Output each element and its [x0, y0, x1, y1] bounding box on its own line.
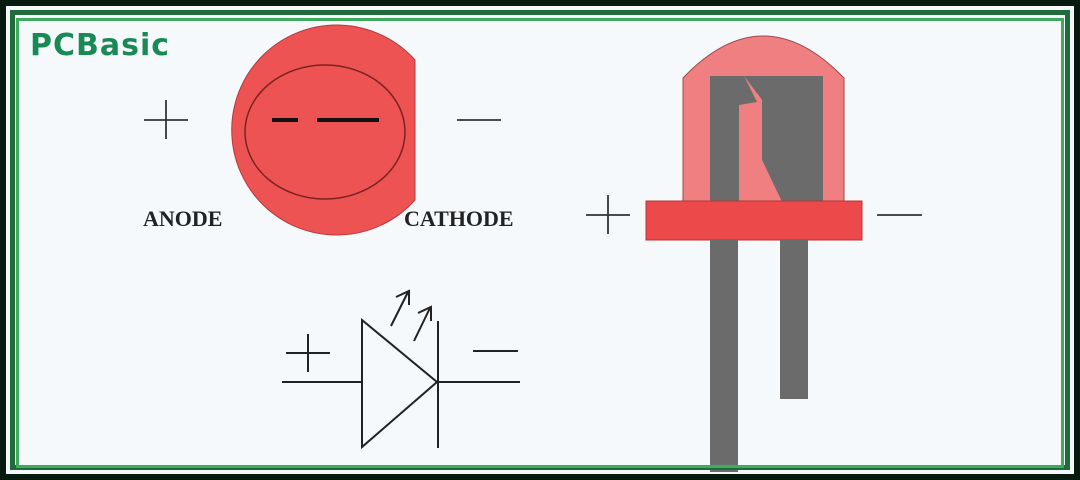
led-schematic-symbol: [282, 289, 520, 450]
cathode-lead: [780, 240, 808, 399]
led-inner-circle: [244, 64, 406, 200]
anode-lead: [710, 240, 738, 472]
light-arrow-icon: [390, 291, 409, 327]
anode-label: ANODE: [143, 206, 223, 231]
led-flange: [645, 200, 863, 241]
cathode-label: CATHODE: [404, 206, 514, 231]
pcbasic-logo: PCBasic: [30, 28, 171, 63]
diagram-canvas: [6, 6, 1074, 474]
light-arrow-icon: [413, 307, 431, 342]
led-side-view: [586, 35, 922, 472]
led-top-view: [144, 24, 501, 236]
